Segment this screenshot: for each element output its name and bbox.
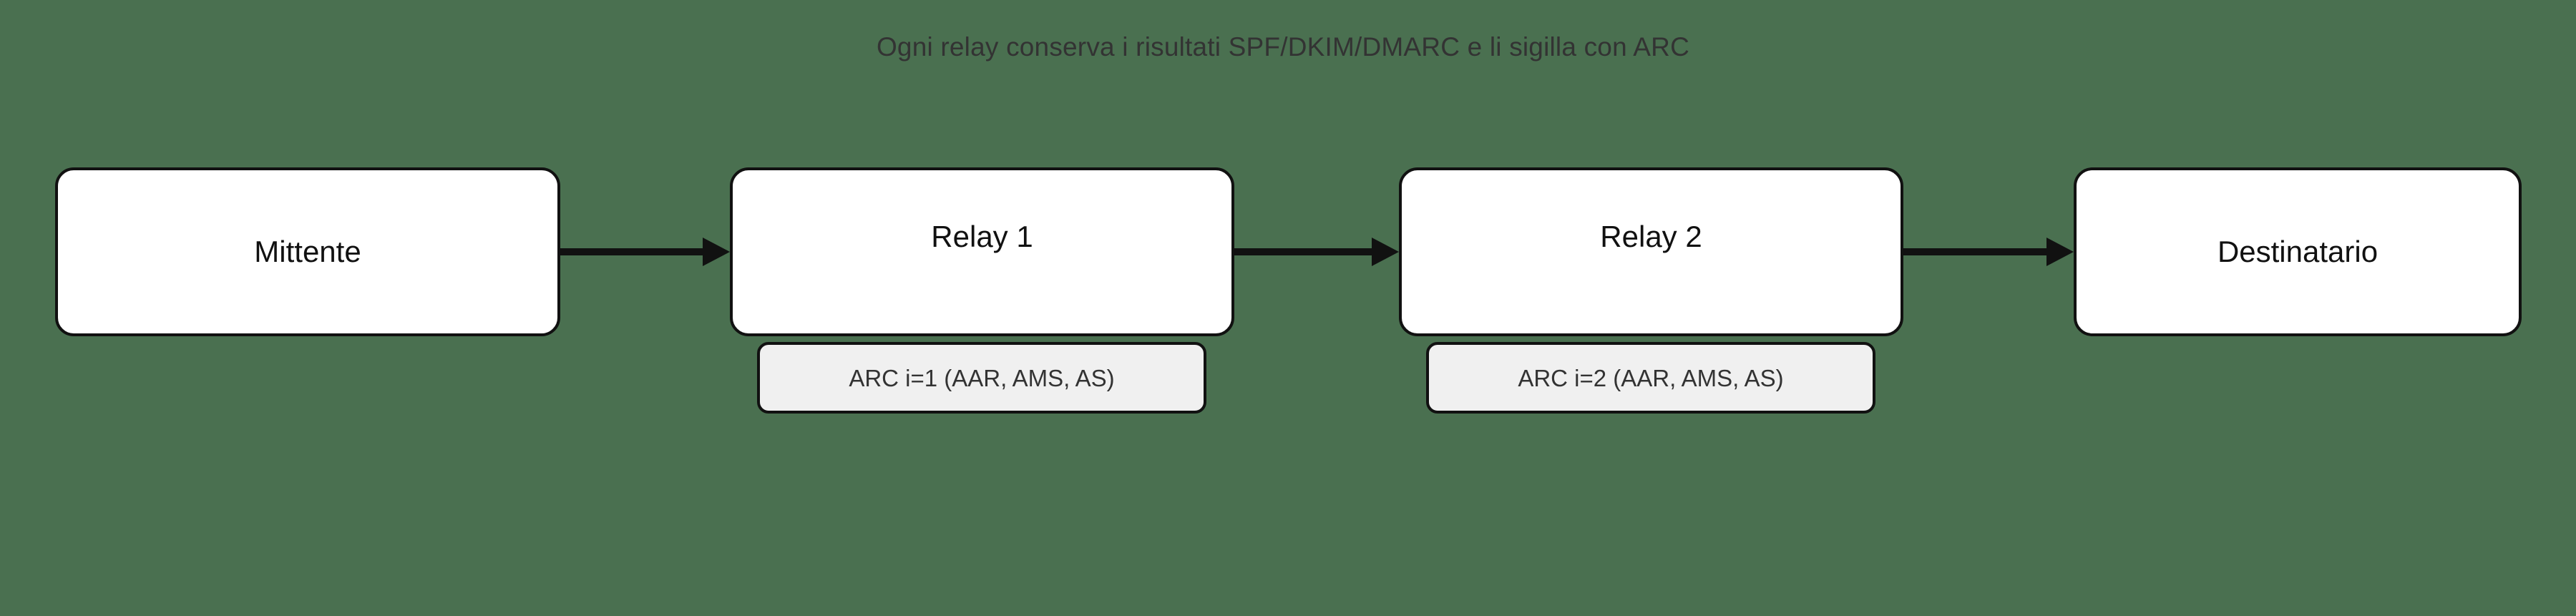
node-mittente[interactable]: Mittente	[55, 167, 560, 336]
edge-shaft	[1234, 248, 1372, 255]
node-mittente-label: Mittente	[254, 235, 361, 268]
arrow-head-icon	[703, 238, 730, 266]
edge-mittente-to-relay1	[560, 238, 730, 266]
diagram-title-text: Ogni relay conserva i risultati SPF/DKIM…	[876, 32, 1690, 62]
node-relay2-label: Relay 2	[1600, 220, 1702, 253]
sublabel-arc-relay2: ARC i=2 (AAR, AMS, AS)	[1426, 342, 1875, 414]
arrow-head-icon	[1372, 238, 1399, 266]
arrow-head-icon	[2046, 238, 2074, 266]
node-relay1-label: Relay 1	[931, 220, 1033, 253]
node-relay2[interactable]: Relay 2	[1399, 167, 1903, 336]
sublabel-arc-relay1: ARC i=1 (AAR, AMS, AS)	[757, 342, 1206, 414]
edge-shaft	[560, 248, 703, 255]
sublabel-arc-relay1-text: ARC i=1 (AAR, AMS, AS)	[849, 364, 1115, 391]
edge-relay2-to-destinatario	[1903, 238, 2074, 266]
node-destinatario[interactable]: Destinatario	[2074, 167, 2522, 336]
edge-shaft	[1903, 248, 2046, 255]
diagram-title: Ogni relay conserva i risultati SPF/DKIM…	[0, 30, 2576, 64]
edge-relay1-to-relay2	[1234, 238, 1399, 266]
node-destinatario-label: Destinatario	[2217, 235, 2379, 268]
node-relay1[interactable]: Relay 1	[730, 167, 1234, 336]
sublabel-arc-relay2-text: ARC i=2 (AAR, AMS, AS)	[1518, 364, 1784, 391]
